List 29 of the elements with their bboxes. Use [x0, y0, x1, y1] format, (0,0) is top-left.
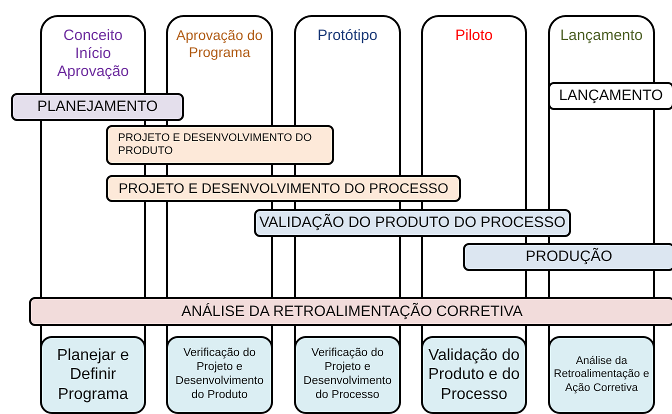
phase-heading: Piloto [455, 27, 493, 45]
phase-label: PRODUÇÃO [526, 248, 612, 266]
phase-heading: Lançamento [560, 27, 643, 45]
phase-bar [106, 125, 334, 165]
milestone-text: Validação do Produto e do Processo [427, 346, 521, 404]
phase-label: ANÁLISE DA RETROALIMENTAÇÃO CORRETIVA [181, 302, 523, 320]
milestone-text: Planejar e Definir Programa [56, 346, 130, 404]
phase-label: PLANEJAMENTO [37, 98, 158, 116]
phase-bar [254, 209, 571, 237]
milestone-text: Verificação do Projeto e Desenvolvimento do Produto [174, 347, 265, 403]
milestone-box [294, 336, 401, 414]
phase-label: VALIDAÇÃO DO PRODUTO DO PROCESSO [259, 214, 566, 232]
phase-bar [29, 297, 672, 326]
milestone-text: Análise da Retroalimentação e Ação Corretiva [552, 355, 650, 395]
milestone-text: Verificação do Projeto e Desenvolvimento do Processo [302, 347, 393, 403]
phase-heading: Aprovação do Programa [175, 27, 264, 61]
phase-bar [11, 93, 184, 121]
phase-heading: Protótipo [317, 27, 378, 45]
phase-bar [106, 175, 461, 202]
phase-bar [463, 243, 672, 271]
phase-bar [548, 82, 672, 110]
phase-heading: Conceito Início Aprovação [56, 27, 130, 81]
milestone-box [40, 336, 146, 414]
phase-label: PROJETO E DESENVOLVIMENTO DO PROCESSO [118, 180, 448, 197]
phase-label: PROJETO E DESENVOLVIMENTO DO PRODUTO [118, 132, 313, 158]
milestone-box [548, 336, 655, 414]
milestone-box [166, 336, 273, 414]
phase-label: LANÇAMENTO [559, 87, 663, 105]
milestone-box [421, 336, 527, 414]
